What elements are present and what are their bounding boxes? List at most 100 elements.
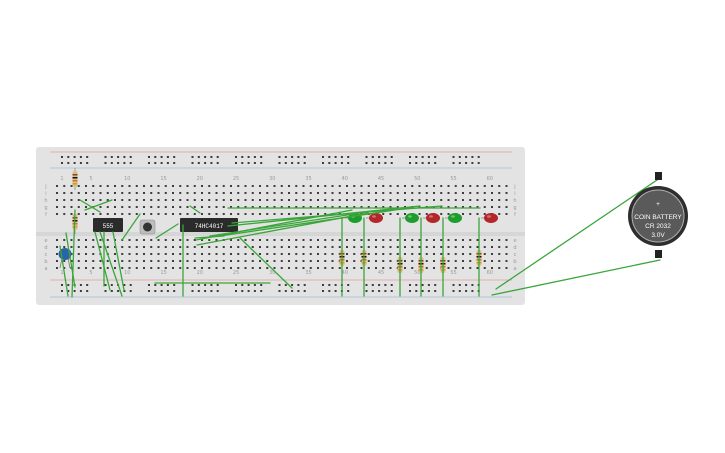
terminal-hole[interactable] bbox=[179, 253, 182, 255]
rail-hole[interactable] bbox=[166, 284, 169, 286]
terminal-hole[interactable] bbox=[476, 267, 479, 269]
rail-hole[interactable] bbox=[471, 284, 474, 286]
terminal-hole[interactable] bbox=[317, 213, 319, 215]
terminal-hole[interactable] bbox=[273, 185, 276, 187]
terminal-hole[interactable] bbox=[121, 192, 124, 194]
terminal-hole[interactable] bbox=[295, 246, 298, 248]
terminal-hole[interactable] bbox=[273, 213, 276, 215]
terminal-hole[interactable] bbox=[353, 206, 356, 208]
terminal-hole[interactable] bbox=[99, 206, 102, 208]
jumper-wire[interactable] bbox=[84, 199, 113, 211]
terminal-hole[interactable] bbox=[396, 246, 399, 248]
terminal-hole[interactable] bbox=[476, 185, 479, 187]
terminal-hole[interactable] bbox=[77, 185, 80, 187]
terminal-hole[interactable] bbox=[251, 239, 254, 241]
terminal-hole[interactable] bbox=[440, 199, 443, 201]
terminal-hole[interactable] bbox=[288, 206, 290, 208]
terminal-hole[interactable] bbox=[208, 206, 211, 208]
terminal-hole[interactable] bbox=[505, 206, 508, 208]
resistor[interactable] bbox=[72, 168, 78, 190]
rail-hole[interactable] bbox=[210, 284, 213, 286]
terminal-hole[interactable] bbox=[179, 206, 182, 208]
terminal-hole[interactable] bbox=[396, 199, 399, 201]
terminal-hole[interactable] bbox=[483, 253, 486, 255]
terminal-hole[interactable] bbox=[418, 192, 421, 194]
terminal-hole[interactable] bbox=[179, 239, 182, 241]
push-button[interactable] bbox=[139, 219, 156, 235]
terminal-hole[interactable] bbox=[143, 213, 145, 215]
terminal-hole[interactable] bbox=[244, 239, 247, 241]
terminal-hole[interactable] bbox=[418, 246, 421, 248]
terminal-hole[interactable] bbox=[302, 199, 305, 201]
terminal-hole[interactable] bbox=[389, 192, 392, 194]
terminal-hole[interactable] bbox=[367, 192, 370, 194]
rail-hole[interactable] bbox=[434, 156, 437, 158]
rail-hole[interactable] bbox=[67, 284, 70, 286]
rail-hole[interactable] bbox=[384, 162, 387, 164]
terminal-hole[interactable] bbox=[157, 192, 160, 194]
terminal-hole[interactable] bbox=[193, 246, 196, 248]
terminal-hole[interactable] bbox=[280, 267, 283, 269]
terminal-hole[interactable] bbox=[425, 185, 428, 187]
terminal-hole[interactable] bbox=[411, 199, 414, 201]
terminal-hole[interactable] bbox=[375, 199, 377, 201]
rail-hole[interactable] bbox=[67, 290, 70, 292]
rail-hole[interactable] bbox=[204, 290, 207, 292]
terminal-hole[interactable] bbox=[498, 260, 501, 262]
terminal-hole[interactable] bbox=[164, 199, 167, 201]
terminal-hole[interactable] bbox=[244, 185, 247, 187]
terminal-hole[interactable] bbox=[201, 206, 203, 208]
terminal-hole[interactable] bbox=[382, 206, 385, 208]
terminal-hole[interactable] bbox=[404, 239, 406, 241]
terminal-hole[interactable] bbox=[324, 239, 327, 241]
terminal-hole[interactable] bbox=[433, 199, 435, 201]
terminal-hole[interactable] bbox=[498, 239, 501, 241]
rail-hole[interactable] bbox=[166, 162, 169, 164]
terminal-hole[interactable] bbox=[230, 253, 232, 255]
terminal-hole[interactable] bbox=[143, 253, 145, 255]
terminal-hole[interactable] bbox=[367, 206, 370, 208]
rail-hole[interactable] bbox=[334, 162, 337, 164]
terminal-hole[interactable] bbox=[302, 239, 305, 241]
terminal-hole[interactable] bbox=[172, 246, 174, 248]
terminal-hole[interactable] bbox=[135, 253, 138, 255]
terminal-hole[interactable] bbox=[99, 239, 102, 241]
rail-hole[interactable] bbox=[434, 290, 437, 292]
terminal-hole[interactable] bbox=[505, 253, 508, 255]
terminal-hole[interactable] bbox=[382, 239, 385, 241]
terminal-hole[interactable] bbox=[85, 239, 87, 241]
jumper-wire[interactable] bbox=[71, 209, 76, 298]
terminal-hole[interactable] bbox=[237, 192, 240, 194]
terminal-hole[interactable] bbox=[447, 253, 450, 255]
terminal-hole[interactable] bbox=[273, 199, 276, 201]
terminal-hole[interactable] bbox=[266, 213, 269, 215]
terminal-hole[interactable] bbox=[106, 246, 109, 248]
terminal-hole[interactable] bbox=[135, 239, 138, 241]
terminal-hole[interactable] bbox=[462, 199, 464, 201]
terminal-hole[interactable] bbox=[70, 192, 73, 194]
terminal-hole[interactable] bbox=[360, 199, 363, 201]
terminal-hole[interactable] bbox=[92, 192, 95, 194]
terminal-hole[interactable] bbox=[309, 206, 312, 208]
terminal-hole[interactable] bbox=[491, 239, 493, 241]
terminal-hole[interactable] bbox=[244, 213, 247, 215]
terminal-hole[interactable] bbox=[143, 260, 145, 262]
terminal-hole[interactable] bbox=[309, 253, 312, 255]
terminal-hole[interactable] bbox=[215, 192, 218, 194]
terminal-hole[interactable] bbox=[70, 239, 73, 241]
terminal-hole[interactable] bbox=[208, 199, 211, 201]
rail-hole[interactable] bbox=[241, 284, 244, 286]
rail-hole[interactable] bbox=[79, 162, 82, 164]
rail-hole[interactable] bbox=[278, 284, 281, 286]
rail-hole[interactable] bbox=[471, 156, 474, 158]
terminal-hole[interactable] bbox=[172, 253, 174, 255]
terminal-hole[interactable] bbox=[411, 192, 414, 194]
rail-hole[interactable] bbox=[241, 290, 244, 292]
jumper-wire[interactable] bbox=[239, 237, 293, 289]
terminal-hole[interactable] bbox=[302, 246, 305, 248]
rail-hole[interactable] bbox=[247, 284, 250, 286]
terminal-hole[interactable] bbox=[135, 199, 138, 201]
rail-hole[interactable] bbox=[340, 156, 343, 158]
rail-hole[interactable] bbox=[465, 156, 468, 158]
terminal-hole[interactable] bbox=[447, 267, 450, 269]
